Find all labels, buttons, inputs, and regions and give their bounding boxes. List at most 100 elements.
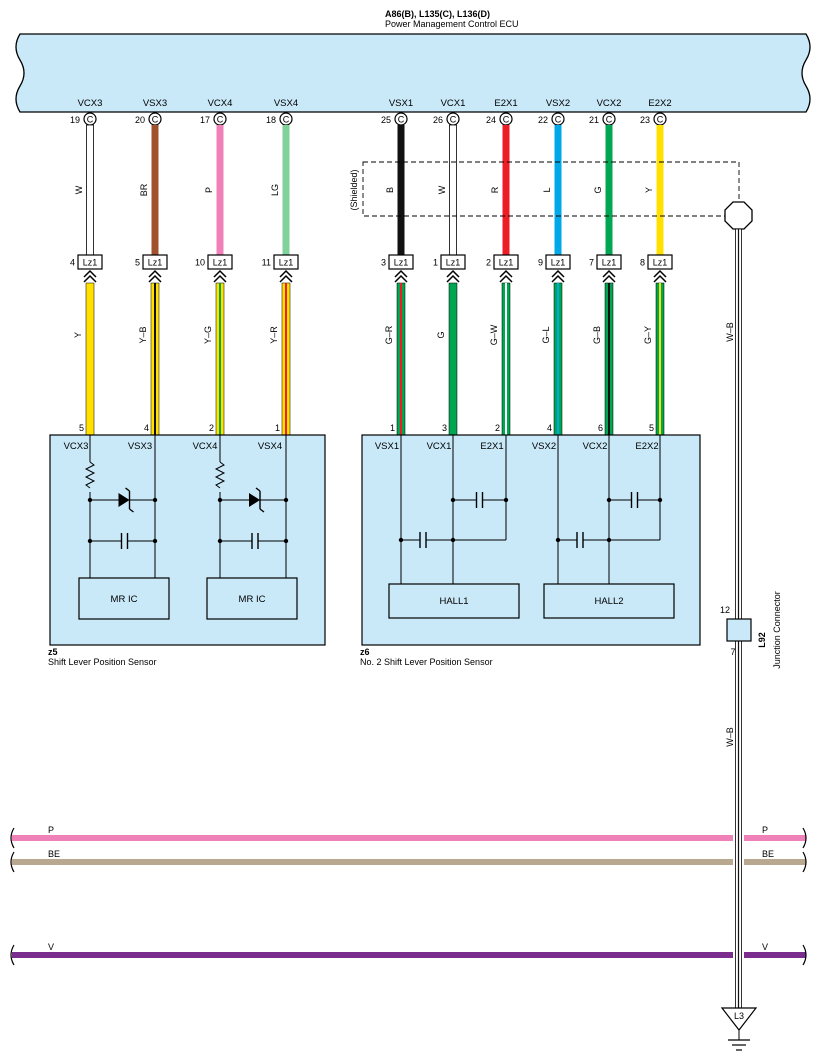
bus-line	[744, 952, 806, 958]
bus-line	[12, 835, 733, 841]
lz1-connector	[545, 254, 571, 270]
zener-diode-symbol	[118, 493, 130, 507]
ecu-pin-number: 18	[266, 115, 276, 125]
lower-wire-stripe	[285, 283, 287, 435]
lz1-chevron	[551, 274, 565, 283]
ecu-connector-letter: C	[87, 115, 94, 125]
bus-break-left	[10, 851, 15, 873]
junction-dot	[283, 497, 289, 503]
lz1-label: Lz1	[83, 258, 98, 268]
hall-ic-label: HALL1	[439, 596, 468, 607]
lz1-chevron	[213, 274, 227, 283]
sensor-z5-pin: 5	[79, 423, 84, 433]
ecu-pin-number: 22	[538, 115, 548, 125]
sensor-z5-pin: 4	[144, 423, 149, 433]
lz1-label: Lz1	[653, 258, 668, 268]
upper-wire-label: W	[437, 185, 447, 194]
upper-wire	[282, 125, 290, 255]
mr-ic-label: MR IC	[111, 594, 138, 605]
ecu-pin-signal: VCX1	[441, 98, 466, 109]
lz1-label: Lz1	[446, 258, 461, 268]
ecu-name: Power Management Control ECU	[385, 19, 519, 29]
sensor-z5-name: Shift Lever Position Sensor	[48, 657, 157, 667]
upper-wire-label: Y	[644, 187, 654, 193]
ecu-connector-letter: C	[503, 115, 510, 125]
junction-dot	[283, 538, 289, 544]
shield-node	[724, 201, 753, 230]
lz1-chevron	[83, 274, 97, 283]
ecu-pin-signal: VSX2	[546, 98, 570, 109]
upper-wire-label: BR	[139, 183, 149, 196]
lz1-chevron	[279, 274, 293, 283]
lower-wire-label: G–R	[384, 325, 394, 344]
lz1-pin-number: 1	[433, 258, 438, 268]
lz1-connector	[440, 254, 466, 270]
upper-wire-label: P	[204, 187, 214, 193]
ecu-pin-number: 24	[486, 115, 496, 125]
ecu-connector-letter: C	[398, 115, 405, 125]
junction-dot	[217, 497, 223, 503]
sensor-z5-signal: VCX4	[193, 441, 218, 452]
sensor-z6-signal: E2X2	[635, 441, 658, 452]
l92-pin-bottom: 7	[730, 647, 735, 657]
junction-dot	[606, 537, 612, 543]
ecu-connector-letter: C	[606, 115, 613, 125]
lz1-chevron	[602, 269, 616, 278]
bus-line-label-right: BE	[762, 849, 774, 859]
resistor-symbol	[84, 461, 96, 489]
sensor-z6-name: No. 2 Shift Lever Position Sensor	[360, 657, 493, 667]
ecu-pin-signal: VCX3	[78, 98, 103, 109]
lower-wire-label: Y	[73, 332, 83, 338]
bus-line	[744, 835, 806, 841]
lower-wire-stripe	[608, 283, 610, 435]
junction-dot	[606, 497, 612, 503]
ecu-code: A86(B), L135(C), L136(D)	[385, 9, 490, 19]
sensor-z6-pin: 3	[442, 423, 447, 433]
lz1-chevron	[148, 274, 162, 283]
sensor-z5-pin: 2	[209, 423, 214, 433]
hall-ic-box	[388, 583, 520, 619]
lz1-connector	[596, 254, 622, 270]
bus-line-label-right: P	[762, 825, 768, 835]
lz1-pin-number: 10	[195, 258, 205, 268]
junction-dot	[152, 497, 158, 503]
bus-line	[744, 859, 806, 865]
upper-wire	[151, 125, 159, 255]
ecu-connector-letter: C	[450, 115, 457, 125]
sensor-z6-pin: 6	[598, 423, 603, 433]
l92-pin-top: 12	[720, 605, 730, 615]
sensor-z6-signal: VCX1	[427, 441, 452, 452]
ecu-connector-letter: C	[555, 115, 562, 125]
upper-wire	[502, 125, 510, 255]
lz1-chevron	[83, 269, 97, 278]
lower-wire-stripe	[557, 283, 559, 435]
upper-wire-label: B	[385, 187, 395, 193]
lz1-chevron	[499, 274, 513, 283]
sensor-z6-signal: VSX2	[532, 441, 556, 452]
upper-wire	[86, 124, 94, 256]
lower-wire-label: Y–G	[203, 326, 213, 344]
lz1-chevron	[653, 274, 667, 283]
ecu-pin-signal: VCX4	[208, 98, 233, 109]
upper-wire-label: L	[542, 187, 552, 192]
upper-wire-label: G	[593, 186, 603, 193]
drain-wire-label-upper: W–B	[725, 322, 735, 342]
lz1-connector	[388, 254, 414, 270]
lz1-chevron	[499, 269, 513, 278]
upper-wire-label: LG	[270, 184, 280, 196]
upper-wire	[656, 125, 664, 255]
hall-ic-label: HALL2	[594, 596, 623, 607]
junction-dot	[87, 538, 93, 544]
lz1-label: Lz1	[394, 258, 409, 268]
lz1-label: Lz1	[213, 258, 228, 268]
lz1-chevron	[279, 269, 293, 278]
lower-wire-label: G	[436, 331, 446, 338]
upper-wire	[605, 125, 613, 255]
lz1-chevron	[551, 269, 565, 278]
sensor-z6-pin: 4	[547, 423, 552, 433]
bus-break-right	[802, 827, 807, 849]
zener-diode-bar	[255, 487, 265, 513]
